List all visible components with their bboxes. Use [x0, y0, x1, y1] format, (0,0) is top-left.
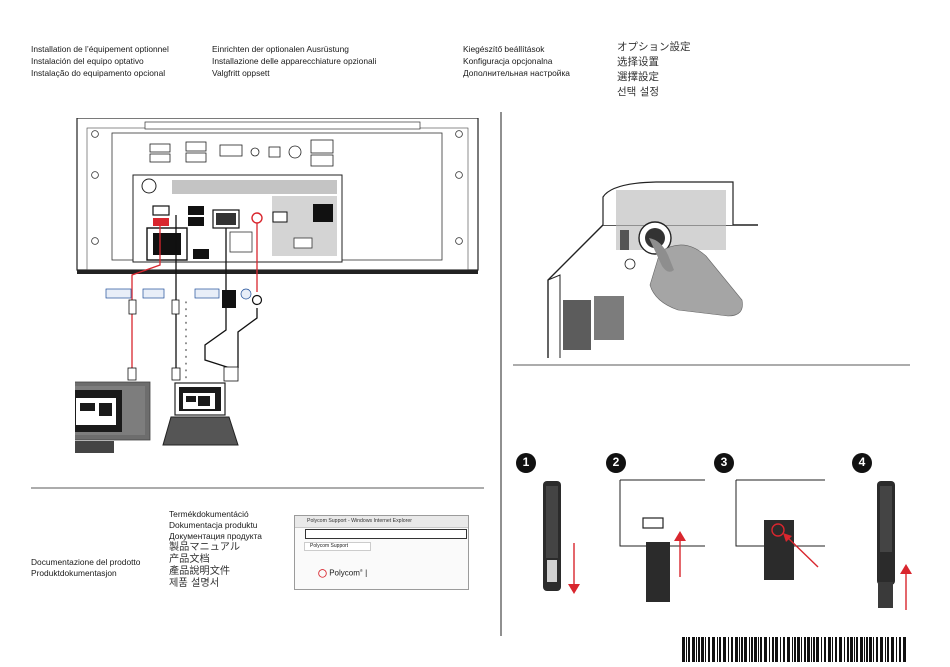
header-col-1: Installation de l’équipement optionnel I…	[31, 43, 169, 80]
header-col-2: Einrichten der optionalen Ausrüstung Ins…	[212, 43, 376, 80]
address-bar[interactable]	[305, 529, 467, 539]
docs-line: Produktdokumentasjon	[31, 568, 117, 578]
power-button-illustration	[547, 181, 758, 358]
docs-line: Termékdokumentáció	[169, 509, 249, 519]
header-line: Дополнительная настройка	[463, 68, 570, 79]
browser-title: Polycom Support - Windows Internet Explo…	[307, 518, 412, 524]
step-2-number: 2	[612, 455, 620, 469]
docs-line: 製品マニュアル	[169, 542, 241, 553]
docs-line: Документация продукта	[169, 531, 262, 541]
rear-panel-diagram	[75, 118, 479, 453]
remote-control-icon	[543, 481, 561, 591]
docs-left: Documentazione del prodotto Produktdokum…	[31, 557, 140, 579]
header-line: オプション設定	[617, 41, 691, 53]
header-line: Kiegészítő beállítások	[463, 44, 545, 54]
header-line: 選擇設定	[617, 71, 659, 83]
monitor-icon	[75, 381, 151, 453]
step-1-number: 1	[522, 455, 530, 469]
step-4-number: 4	[858, 455, 866, 469]
docs-line: 產品說明文件	[169, 566, 231, 577]
browser-title-bar: Polycom Support - Windows Internet Explo…	[295, 516, 468, 528]
laptop-icon	[162, 382, 239, 446]
header-line: Einrichten der optionalen Ausrüstung	[212, 44, 349, 54]
header-line: Valgfritt oppsett	[212, 68, 270, 79]
docs-line: Dokumentacja produktu	[169, 520, 258, 530]
logo-text: Polycom	[329, 568, 360, 578]
step-3-number: 3	[720, 455, 728, 469]
header-line: 选择设置	[617, 56, 659, 68]
docs-right: Termékdokumentáció Dokumentacja produktu…	[169, 509, 262, 590]
polycom-logo: ◯ Polycom® |	[318, 568, 368, 578]
docs-line: Documentazione del prodotto	[31, 557, 141, 567]
browser-tab[interactable]: Polycom Support	[304, 542, 371, 551]
docs-line: 产品文档	[169, 554, 210, 565]
browser-window: Polycom Support - Windows Internet Explo…	[294, 515, 469, 590]
docs-line: 제품 설명서	[169, 578, 220, 589]
barcode-icon	[682, 637, 906, 662]
header-col-3: Kiegészítő beállítások Konfiguracja opcj…	[463, 43, 570, 80]
remote-steps-illustration	[543, 479, 912, 610]
header-line: 선택 설정	[617, 86, 659, 98]
logo-mark: ®	[359, 568, 363, 573]
header-line: Konfiguracja opcjonalna	[463, 56, 553, 67]
header-line: Instalação do equipamento opcional	[31, 68, 166, 79]
header-line: Installation de l’équipement optionnel	[31, 44, 169, 54]
header-line: Instalación del equipo optativo	[31, 56, 144, 67]
step-badges	[516, 453, 872, 473]
header-line: Installazione delle apparecchiature opzi…	[212, 56, 377, 67]
header-col-4: オプション設定 选择设置 選擇設定 선택 설정	[617, 40, 691, 100]
